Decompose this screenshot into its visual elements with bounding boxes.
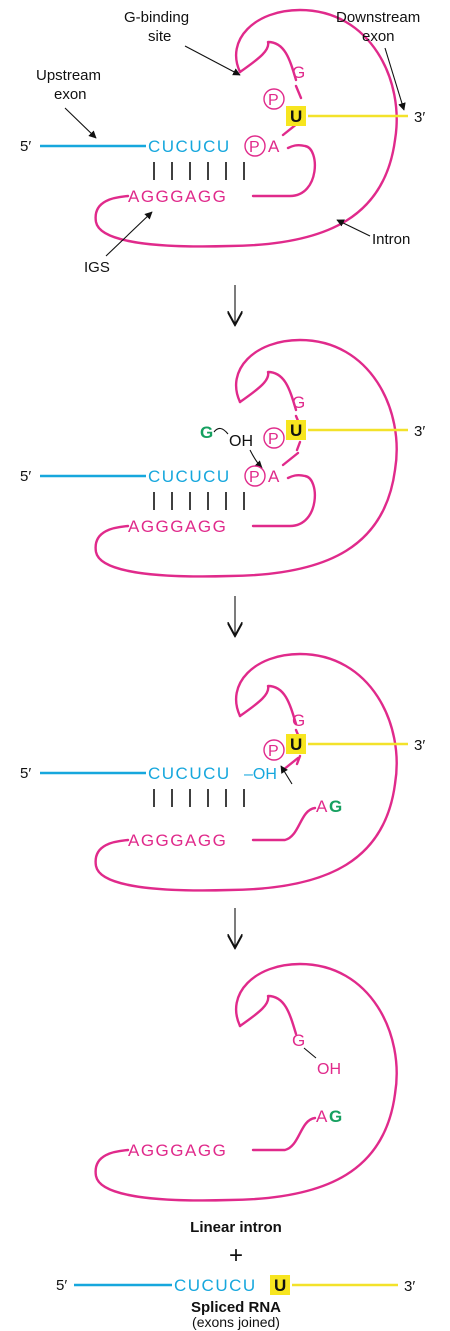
u-highlight-2 xyxy=(286,420,306,440)
g-nucleotide-3b: G xyxy=(329,797,342,816)
g-nucleotide-4: G xyxy=(292,1031,305,1050)
u-highlight-1 xyxy=(286,106,306,126)
igs-sequence-3: AGGGAGG xyxy=(128,831,227,850)
igs-sequence-1: AGGGAGG xyxy=(128,187,227,206)
phosphate-circle-icon xyxy=(263,88,285,110)
igs-sequence-2: AGGGAGG xyxy=(128,517,227,536)
upstream-label-2: exon xyxy=(54,86,87,103)
spliced-u: U xyxy=(274,1276,286,1295)
three-prime-1: 3′ xyxy=(414,109,425,126)
u-nucleotide-2: U xyxy=(290,421,302,440)
three-prime-5: 3′ xyxy=(404,1278,415,1295)
g-binding-label-2: site xyxy=(148,28,171,45)
five-prime-5: 5′ xyxy=(56,1277,67,1294)
exon-sequence-1: CUCUCU xyxy=(148,137,231,156)
g-nucleotide-2: G xyxy=(292,393,305,412)
five-prime-2: 5′ xyxy=(20,468,31,485)
phosphate-label-4: P xyxy=(249,469,260,486)
downstream-label-2: exon xyxy=(362,28,395,45)
exon-sequence-3: CUCUCU xyxy=(148,764,231,783)
pointer-arrow-icon xyxy=(249,449,263,469)
five-prime-3: 5′ xyxy=(20,765,31,782)
u-nucleotide-3: U xyxy=(290,735,302,754)
three-prime-2: 3′ xyxy=(414,423,425,440)
phosphate-circle-icon xyxy=(244,465,266,487)
u-nucleotide-1: U xyxy=(290,107,302,126)
phosphate-label-1: P xyxy=(268,92,279,109)
igs-label: IGS xyxy=(84,259,110,276)
spliced-rna-caption: Spliced RNA xyxy=(191,1299,281,1316)
a-nucleotide-1: A xyxy=(268,137,280,156)
a-nucleotide-4: A xyxy=(316,1107,328,1126)
a-nucleotide-3: A xyxy=(316,797,328,816)
u-highlight-3 xyxy=(286,734,306,754)
oh-label-3: –OH xyxy=(244,766,277,783)
phosphate-circle-icon xyxy=(244,135,266,157)
phosphate-label-3: P xyxy=(268,431,279,448)
result: Linear intron + 5′ CUCUCU U 3′ Spliced R… xyxy=(56,1219,415,1330)
phosphate-label-5: P xyxy=(268,743,279,760)
base-pairs-3 xyxy=(153,789,245,807)
intron-loop-1 xyxy=(94,8,398,248)
upstream-label-1: Upstream xyxy=(36,67,101,84)
base-pairs-2 xyxy=(153,492,245,510)
panel-2: G G OH P U 3′ 5′ CUCUCU P A AGGGAGG xyxy=(20,338,425,578)
oh-label-4: OH xyxy=(317,1061,341,1078)
panel-1: G-binding site Downstream exon Upstream … xyxy=(20,8,425,276)
exons-joined-caption: (exons joined) xyxy=(192,1314,280,1330)
five-prime-1: 5′ xyxy=(20,138,31,155)
pointer-arrow-icon xyxy=(280,765,293,785)
oh-label-2: OH xyxy=(229,433,253,450)
panel-3: G P U 3′ 5′ CUCUCU –OH AGGGAGG A G xyxy=(20,652,425,892)
intron-label: Intron xyxy=(372,231,410,248)
a-nucleotide-2: A xyxy=(268,467,280,486)
g-nucleotide-3: G xyxy=(292,711,305,730)
base-pairs-1 xyxy=(153,162,245,180)
igs-sequence-4: AGGGAGG xyxy=(128,1141,227,1160)
free-guanosine-2: G xyxy=(200,423,213,442)
g-nucleotide-1: G xyxy=(292,63,305,82)
downstream-label-1: Downstream xyxy=(336,9,420,26)
g-nucleotide-4b: G xyxy=(329,1107,342,1126)
g-binding-label-1: G-binding xyxy=(124,9,189,26)
three-prime-3: 3′ xyxy=(414,737,425,754)
linear-intron-caption: Linear intron xyxy=(190,1219,282,1236)
phosphate-circle-icon xyxy=(263,739,285,761)
phosphate-circle-icon xyxy=(263,427,285,449)
u-highlight-5 xyxy=(270,1275,290,1295)
panel-4: G OH AGGGAGG A G xyxy=(94,962,398,1202)
exon-sequence-2: CUCUCU xyxy=(148,467,231,486)
plus-sign: + xyxy=(229,1242,243,1269)
g-binding-pocket-1 xyxy=(238,40,298,82)
phosphate-label-2: P xyxy=(249,139,260,156)
spliced-sequence: CUCUCU xyxy=(174,1276,257,1295)
